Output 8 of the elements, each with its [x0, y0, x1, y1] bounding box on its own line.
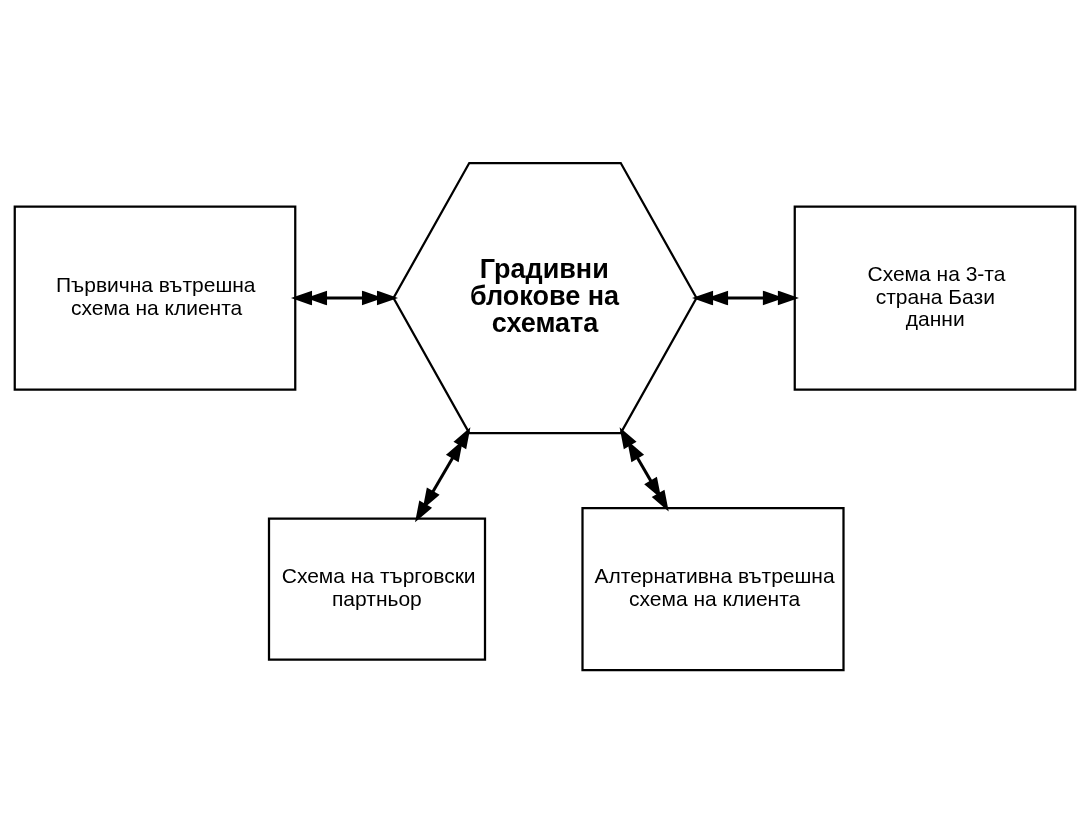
arrow [619, 426, 669, 512]
arrow [692, 290, 799, 305]
node-box: Първична вътрешна схема на клиента [13, 204, 297, 391]
node-box: Схема на 3-та страна Бази данни [793, 204, 1077, 391]
node-box: Схема на търговски партньор [267, 516, 487, 661]
node-box: Алтернативна вътрешна схема на клиента [581, 506, 845, 671]
arrow [415, 426, 471, 522]
arrow [291, 290, 398, 305]
